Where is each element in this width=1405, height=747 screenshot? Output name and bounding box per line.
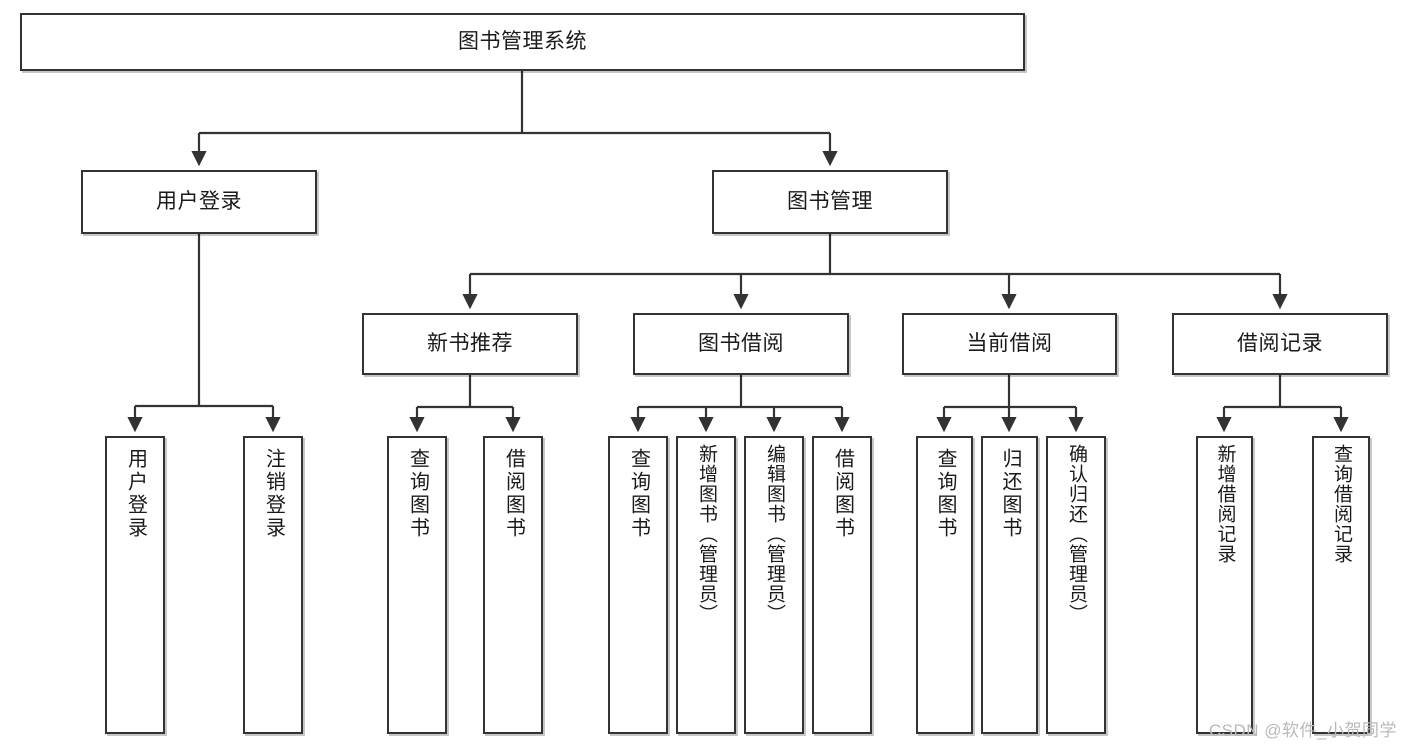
node-leaf-bb-borrow-book-label: 借阅图书 bbox=[831, 448, 854, 540]
node-leaf-logout[interactable]: 注销登录 bbox=[243, 436, 303, 734]
node-book-management[interactable]: 图书管理 bbox=[712, 170, 948, 234]
node-new-book-recommend[interactable]: 新书推荐 bbox=[362, 313, 578, 375]
node-leaf-nbr-query-book[interactable]: 查询图书 bbox=[387, 436, 447, 734]
node-user-login-label: 用户登录 bbox=[156, 189, 242, 213]
node-leaf-cb-confirm-return-label: 确认归还（管理员） bbox=[1065, 444, 1087, 624]
node-borrow-record[interactable]: 借阅记录 bbox=[1172, 313, 1388, 375]
node-leaf-cb-return-book[interactable]: 归还图书 bbox=[981, 436, 1038, 734]
node-root[interactable]: 图书管理系统 bbox=[20, 13, 1025, 71]
node-leaf-user-login[interactable]: 用户登录 bbox=[105, 436, 165, 734]
node-current-borrow-label: 当前借阅 bbox=[966, 331, 1053, 355]
node-book-borrow-label: 图书借阅 bbox=[698, 331, 784, 355]
node-leaf-bb-edit-book-label: 编辑图书（管理员） bbox=[763, 444, 785, 624]
node-book-management-label: 图书管理 bbox=[787, 189, 873, 213]
node-leaf-user-login-label: 用户登录 bbox=[124, 448, 147, 540]
node-leaf-nbr-borrow-book[interactable]: 借阅图书 bbox=[483, 436, 543, 734]
node-leaf-nbr-borrow-book-label: 借阅图书 bbox=[502, 448, 525, 540]
node-leaf-nbr-query-book-label: 查询图书 bbox=[406, 448, 429, 540]
node-leaf-br-add-record-label: 新增借阅记录 bbox=[1214, 444, 1236, 564]
watermark: CSDN @软件_小贺同学 bbox=[1208, 721, 1397, 740]
node-leaf-bb-query-book[interactable]: 查询图书 bbox=[608, 436, 668, 734]
node-leaf-br-add-record[interactable]: 新增借阅记录 bbox=[1196, 436, 1253, 734]
node-leaf-logout-label: 注销登录 bbox=[262, 448, 285, 540]
node-leaf-cb-return-book-label: 归还图书 bbox=[999, 448, 1021, 540]
node-leaf-bb-borrow-book[interactable]: 借阅图书 bbox=[812, 436, 872, 734]
node-leaf-cb-query-book[interactable]: 查询图书 bbox=[916, 436, 973, 734]
node-book-borrow[interactable]: 图书借阅 bbox=[633, 313, 849, 375]
node-root-label: 图书管理系统 bbox=[458, 29, 587, 53]
node-leaf-br-query-record-label: 查询借阅记录 bbox=[1330, 444, 1352, 564]
node-leaf-bb-query-book-label: 查询图书 bbox=[627, 448, 650, 540]
node-leaf-bb-edit-book[interactable]: 编辑图书（管理员） bbox=[744, 436, 804, 734]
node-user-login[interactable]: 用户登录 bbox=[81, 170, 317, 234]
node-current-borrow[interactable]: 当前借阅 bbox=[902, 313, 1117, 375]
node-leaf-bb-add-book-label: 新增图书（管理员） bbox=[695, 444, 717, 624]
node-leaf-br-query-record[interactable]: 查询借阅记录 bbox=[1312, 436, 1370, 734]
node-leaf-bb-add-book[interactable]: 新增图书（管理员） bbox=[676, 436, 736, 734]
node-leaf-cb-query-book-label: 查询图书 bbox=[934, 448, 956, 540]
node-borrow-record-label: 借阅记录 bbox=[1237, 331, 1323, 355]
node-leaf-cb-confirm-return[interactable]: 确认归还（管理员） bbox=[1046, 436, 1106, 734]
node-new-book-recommend-label: 新书推荐 bbox=[427, 331, 513, 355]
